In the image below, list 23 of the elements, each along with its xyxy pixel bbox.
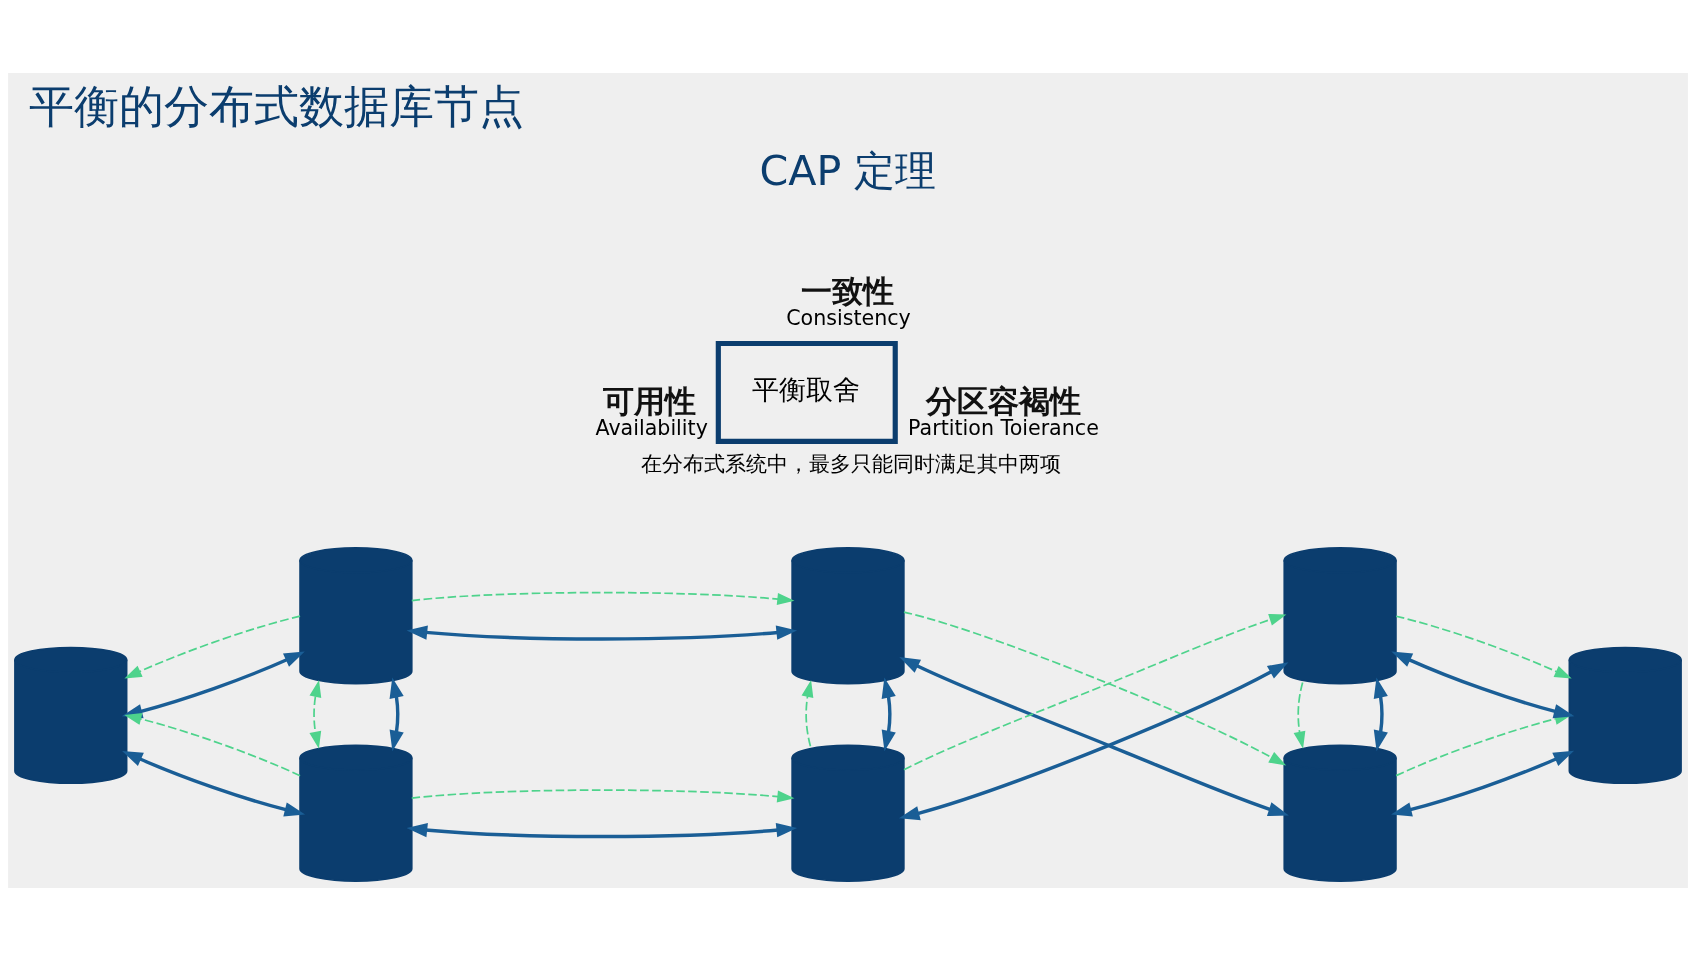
arrow [1395,614,1572,679]
arrow [1391,750,1575,817]
arrow [309,679,322,749]
arrow [1373,676,1388,751]
node-label: 在分布式系统中，最多只能同时满足其中两项 [641,451,1062,476]
arrow [122,750,306,817]
node-label: 可用性 [603,382,697,419]
arrow [389,676,404,751]
arrow [410,788,795,803]
arrow [406,624,798,641]
arrow [1293,681,1306,749]
node-label: 一致性 [800,272,894,309]
diagram-title: 平衡的分布式数据库节点 [29,80,525,133]
arrow [124,712,301,777]
arrow [406,822,798,838]
arrow [801,679,814,747]
arrow [124,614,301,678]
node-box: 平衡取舍 [715,340,898,444]
arrow [410,591,795,605]
label: CAP 定理 [759,146,937,195]
node-label: 分区容褐性 [926,382,1082,419]
arrow [881,676,896,751]
arrow [1391,651,1575,718]
